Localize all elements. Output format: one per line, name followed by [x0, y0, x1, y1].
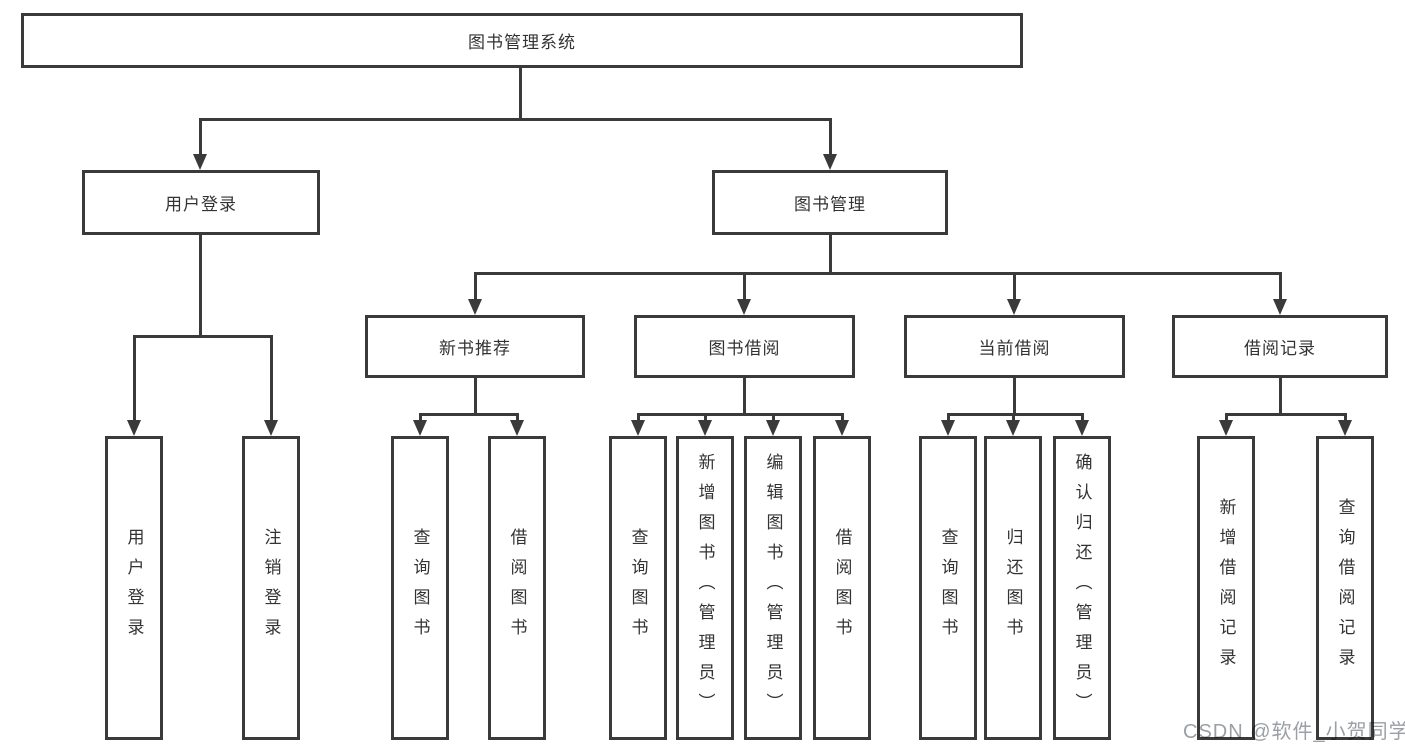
arrow-down-icon	[698, 420, 712, 436]
node-borrowing-records: 借阅记录	[1172, 315, 1388, 378]
leaf-query-books-borrowing: 查询图书	[609, 436, 667, 740]
connector-line	[637, 413, 640, 423]
connector-line	[474, 272, 477, 302]
node-book-borrowing: 图书借阅	[634, 315, 855, 378]
arrow-down-icon	[1075, 420, 1089, 436]
arrow-down-icon	[127, 420, 141, 436]
leaf-user-login: 用户登录	[105, 436, 163, 740]
csdn-watermark: CSDN @软件_小贺同学	[1183, 721, 1405, 743]
node-book-management: 图书管理	[712, 170, 948, 235]
connector-line	[637, 413, 844, 416]
root-node-library-management-system: 图书管理系统	[21, 13, 1023, 68]
connector-line	[743, 272, 746, 302]
connector-line	[519, 68, 522, 121]
node-new-book-recommendation: 新书推荐	[365, 315, 585, 378]
connector-line	[841, 413, 844, 423]
leaf-query-borrow-record: 查询借阅记录	[1316, 436, 1374, 740]
leaf-label: 新增图书（管理员）	[695, 453, 715, 723]
leaf-label: 查询图书	[938, 528, 958, 648]
arrow-down-icon	[1338, 420, 1352, 436]
leaf-query-books-recommend: 查询图书	[391, 436, 449, 740]
arrow-down-icon	[264, 420, 278, 436]
leaf-add-books-admin: 新增图书（管理员）	[676, 436, 734, 740]
connector-line	[133, 335, 273, 338]
connector-line	[1279, 378, 1282, 416]
arrow-down-icon	[737, 299, 751, 315]
arrow-down-icon	[468, 299, 482, 315]
arrow-down-icon	[941, 420, 955, 436]
connector-line	[829, 235, 832, 275]
arrow-down-icon	[1006, 420, 1020, 436]
connector-line	[743, 378, 746, 416]
connector-line	[270, 335, 273, 423]
connector-line	[1225, 413, 1228, 423]
connector-line	[199, 235, 202, 338]
connector-line	[1225, 413, 1347, 416]
leaf-logout: 注销登录	[242, 436, 300, 740]
connector-line	[199, 118, 202, 158]
leaf-edit-books-admin: 编辑图书（管理员）	[744, 436, 802, 740]
leaf-label: 借阅图书	[507, 528, 527, 648]
connector-line	[1081, 413, 1084, 423]
leaf-borrow-books: 借阅图书	[813, 436, 871, 740]
leaf-label: 查询图书	[410, 528, 430, 648]
leaf-label: 编辑图书（管理员）	[763, 453, 783, 723]
connector-line	[947, 413, 950, 423]
connector-line	[516, 413, 519, 423]
leaf-label: 新增借阅记录	[1216, 498, 1236, 678]
leaf-label: 确认归还（管理员）	[1072, 453, 1092, 723]
connector-line	[474, 378, 477, 416]
arrow-down-icon	[823, 154, 837, 170]
leaf-label: 查询借阅记录	[1335, 498, 1355, 678]
node-user-login: 用户登录	[82, 170, 320, 235]
arrow-down-icon	[510, 420, 524, 436]
connector-line	[133, 335, 136, 423]
leaf-label: 用户登录	[124, 528, 144, 648]
leaf-confirm-return-admin: 确认归还（管理员）	[1053, 436, 1111, 740]
arrow-down-icon	[1007, 299, 1021, 315]
leaf-borrow-books-recommend: 借阅图书	[488, 436, 546, 740]
leaf-label: 查询图书	[628, 528, 648, 648]
arrow-down-icon	[413, 420, 427, 436]
arrow-down-icon	[1219, 420, 1233, 436]
connector-line	[419, 413, 519, 416]
arrow-down-icon	[835, 420, 849, 436]
connector-line	[1013, 378, 1016, 416]
connector-line	[474, 272, 1281, 275]
connector-line	[199, 118, 832, 121]
leaf-query-books-current: 查询图书	[919, 436, 977, 740]
connector-line	[1013, 272, 1016, 302]
connector-line	[704, 413, 707, 423]
arrow-down-icon	[193, 154, 207, 170]
connector-line	[947, 413, 1083, 416]
leaf-label: 借阅图书	[832, 528, 852, 648]
leaf-label: 注销登录	[261, 528, 281, 648]
node-current-borrowing: 当前借阅	[904, 315, 1125, 378]
connector-line	[1344, 413, 1347, 423]
connector-line	[419, 413, 422, 423]
leaf-add-borrow-record: 新增借阅记录	[1197, 436, 1255, 740]
arrow-down-icon	[631, 420, 645, 436]
arrow-down-icon	[1273, 299, 1287, 315]
connector-line	[772, 413, 775, 423]
connector-line	[1279, 272, 1282, 302]
arrow-down-icon	[766, 420, 780, 436]
leaf-label: 归还图书	[1003, 528, 1023, 648]
connector-line	[829, 118, 832, 158]
leaf-return-books: 归还图书	[984, 436, 1042, 740]
connector-line	[1012, 413, 1015, 423]
